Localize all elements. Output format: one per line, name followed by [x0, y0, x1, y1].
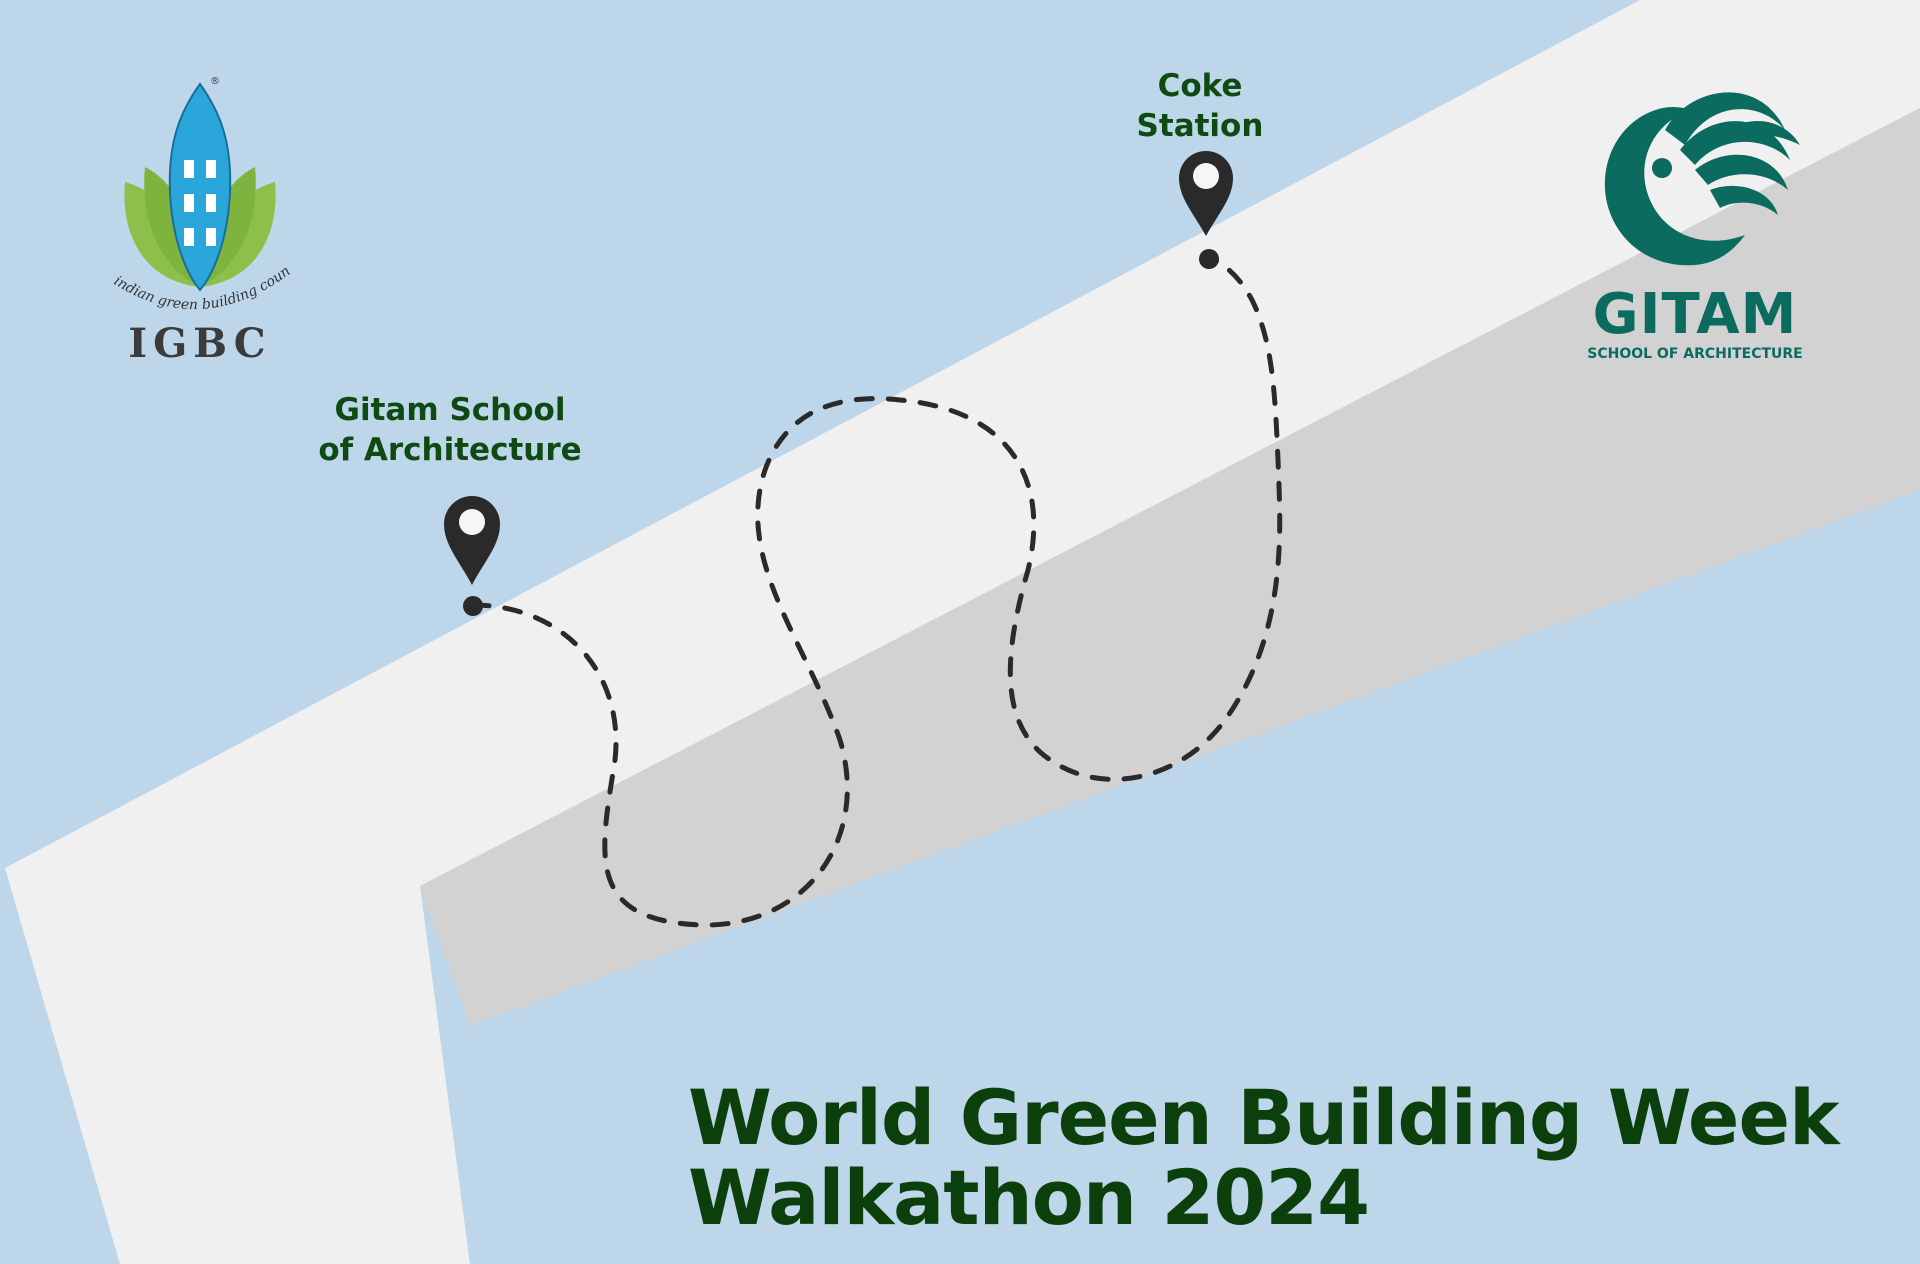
start-label-line1: Gitam School — [334, 392, 566, 428]
igbc-logo: ® indian green building council IGBC — [96, 60, 300, 372]
route-end-dot — [1199, 249, 1219, 269]
start-label-line2: of Architecture — [318, 432, 582, 468]
headline-line2: Walkathon 2024 — [688, 1153, 1370, 1242]
gitam-wordmark: GITAM — [1592, 282, 1798, 347]
end-location-label: Coke Station — [1100, 66, 1300, 146]
leaf-building-icon: ® indian green building council — [96, 60, 293, 313]
svg-text:®: ® — [210, 76, 220, 87]
start-location-label: Gitam School of Architecture — [300, 390, 600, 470]
gitam-subtitle: SCHOOL OF ARCHITECTURE — [1587, 346, 1803, 362]
route-start-dot — [463, 596, 483, 616]
swirl-bird-icon — [1604, 92, 1800, 266]
event-headline: World Green Building Week Walkathon 2024 — [688, 1073, 1840, 1242]
road-shadow — [420, 108, 1920, 1026]
map-pin-icon — [444, 496, 500, 585]
gitam-logo: GITAM SCHOOL OF ARCHITECTURE — [1570, 70, 1820, 370]
headline-line1: World Green Building Week — [688, 1073, 1840, 1162]
route-path — [470, 255, 1283, 928]
map-pin-icon — [1179, 151, 1233, 236]
road-light — [5, 0, 1920, 1264]
igbc-wordmark: IGBC — [128, 320, 272, 367]
end-label-line1: Coke — [1157, 68, 1243, 104]
end-label-line2: Station — [1136, 108, 1264, 144]
